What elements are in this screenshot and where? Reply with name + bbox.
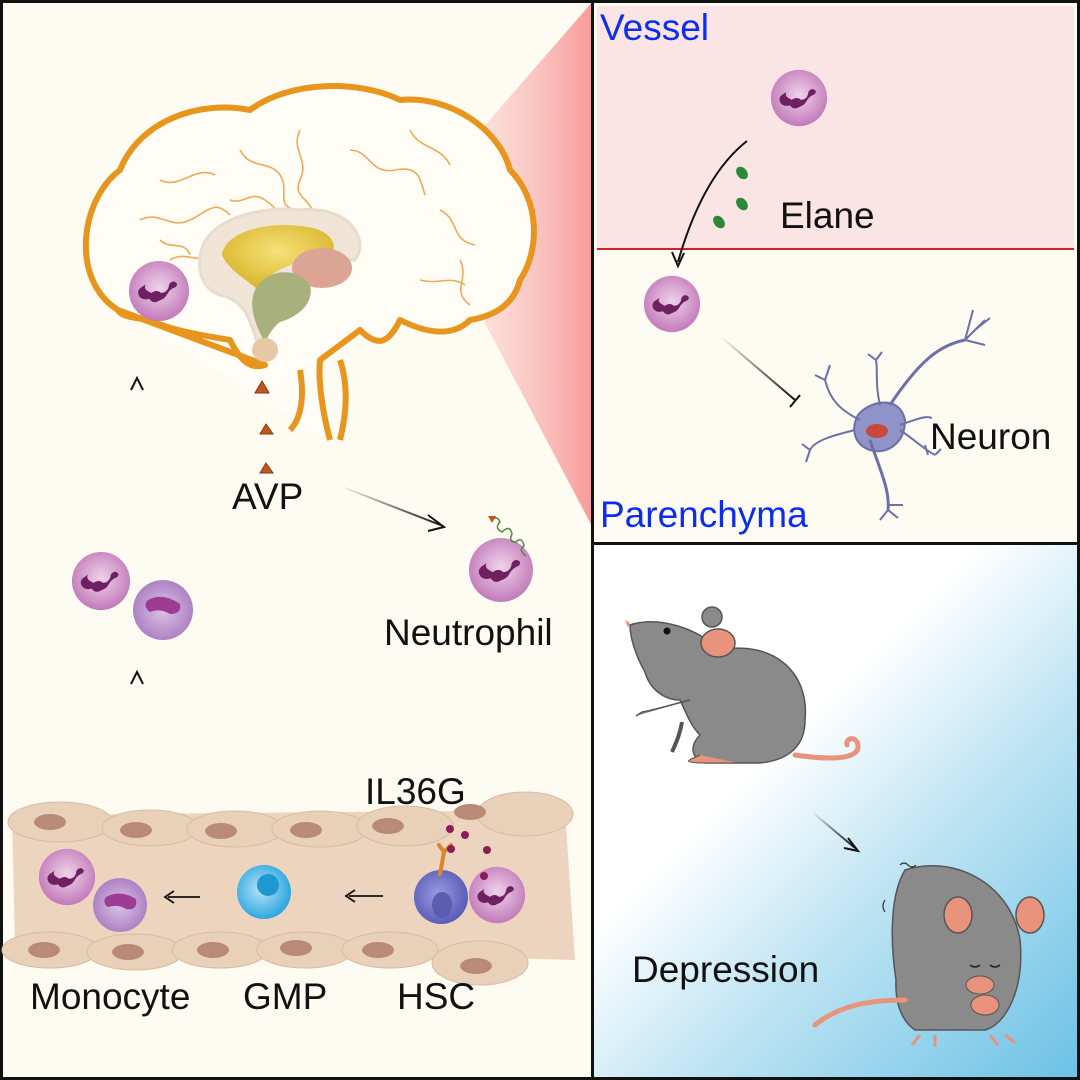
label-gmp: GMP <box>243 976 328 1017</box>
arrowhead <box>130 375 144 391</box>
right-top-panel-vessel-parenchyma <box>591 0 1080 545</box>
thalamus <box>222 225 334 290</box>
blood-vessel <box>1 791 575 986</box>
gmp-cell <box>237 865 291 919</box>
pituitary <box>252 338 278 362</box>
circulating-neutrophil <box>71 551 131 611</box>
label-monocyte: Monocyte <box>30 976 191 1017</box>
label-avp: AVP <box>232 476 304 517</box>
hippocampus <box>292 248 352 288</box>
vessel-neutrophil <box>38 848 96 906</box>
label-parenchyma: Parenchyma <box>600 496 818 533</box>
vessel-monocyte <box>93 878 147 932</box>
hsc-cell <box>414 843 468 924</box>
label-il36g: IL36G <box>365 771 466 812</box>
vessel-zone <box>597 6 1074 250</box>
arrow-avp-to-neutrophil <box>339 485 444 527</box>
il36g-cytokines <box>446 825 491 880</box>
brain-neutrophil <box>128 260 190 322</box>
label-hsc: HSC <box>397 976 476 1017</box>
avp-molecules <box>254 380 274 474</box>
arrowhead <box>130 669 144 685</box>
label-depression: Depression <box>632 949 820 990</box>
label-neutrophil: Neutrophil <box>384 612 553 653</box>
right-bottom-panel-behavior <box>591 542 1080 1080</box>
il36g-neutrophil <box>468 866 526 924</box>
brain-illustration <box>83 83 537 441</box>
neutrophil-with-avp-receptor <box>469 516 533 602</box>
arrowhead <box>427 514 447 532</box>
label-elane: Elane <box>780 195 875 236</box>
label-neuron: Neuron <box>930 416 1052 457</box>
circulating-monocyte <box>133 580 193 640</box>
label-vessel: Vessel <box>600 7 710 48</box>
hypothalamus <box>252 272 311 342</box>
